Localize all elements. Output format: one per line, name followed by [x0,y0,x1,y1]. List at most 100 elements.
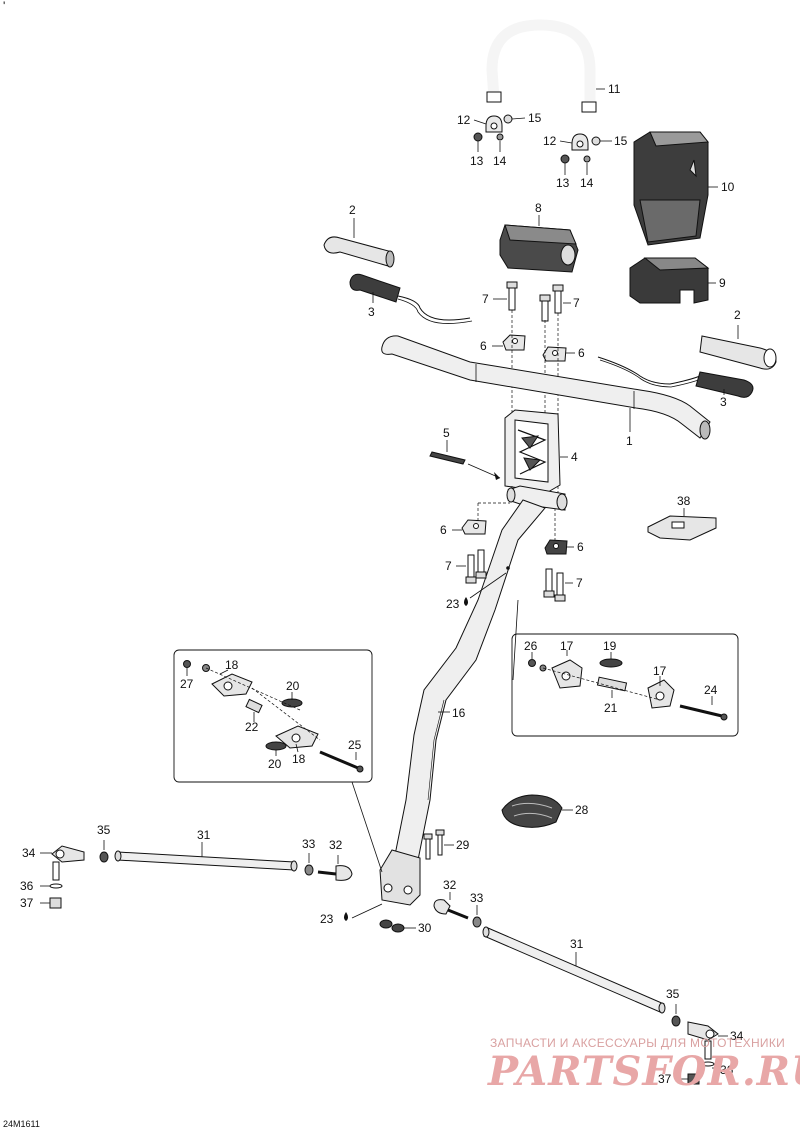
callout-27: 27 [180,677,194,691]
detail-box-right [511,633,739,737]
callout-22: 22 [245,720,259,734]
callout-14b: 14 [580,176,594,190]
callout-37b: 37 [658,1072,672,1086]
callout-26: 26 [524,639,538,653]
callout-20b: 20 [268,757,282,771]
part-28-cap [501,794,563,828]
part-29-bolts [423,829,445,860]
callout-35b: 35 [666,987,680,1001]
callout-25: 25 [348,738,362,752]
part-15-screw-right [591,136,601,146]
callout-3a: 3 [368,305,375,319]
callout-24: 24 [704,683,718,697]
callout-19: 19 [603,639,617,653]
part-36-stud-left [49,861,63,889]
part-9-block [629,257,710,304]
part-3-grip-heater-left [349,273,473,324]
grease-drop-icon [464,597,468,606]
callout-33b: 33 [470,891,484,905]
part-6-cap-lower-right [544,539,568,555]
part-8-handlebar-pad [499,224,579,273]
callout-18b: 18 [292,752,306,766]
part-31-tie-rod-left [114,850,298,872]
part-7-bolt-top-mid [539,294,551,322]
part-2-grip-right [699,335,777,370]
callout-31a: 31 [197,828,211,842]
part-4-riser-block [504,409,561,493]
watermark-line1: ЗАПЧАСТИ И АКСЕССУАРЫ ДЛЯ МОТОТЕХНИКИ [490,1036,785,1050]
part-5-strap [429,451,466,465]
part-37-nut-left [49,897,62,909]
callout-7b: 7 [573,296,580,310]
part-6-cap-top-right [542,346,567,362]
callout-14a: 14 [493,154,507,168]
callout-23b: 23 [320,912,334,926]
callout-29: 29 [456,838,470,852]
callout-1: 1 [626,434,633,448]
callout-36b: 36 [720,1063,734,1077]
callout-17a: 17 [560,639,574,653]
grease-drop-icon-2 [344,912,348,921]
part-7-bolt-top-left [506,281,518,311]
part-7-bolt-lower-right [543,568,555,598]
callout-12b: 12 [543,134,557,148]
callout-30: 30 [418,921,432,935]
part-2-grip-left [323,236,395,268]
callout-21: 21 [604,701,618,715]
part-38-plate [647,515,717,541]
callout-18a: 18 [225,658,239,672]
callout-20a: 20 [286,679,300,693]
callout-35a: 35 [97,823,111,837]
part-11-u-handle [486,19,597,113]
callout-8: 8 [535,201,542,215]
callout-28: 28 [575,803,589,817]
callout-2b: 2 [734,308,741,322]
callout-32a: 32 [329,838,343,852]
callout-11: 11 [608,82,621,96]
callout-3b: 3 [720,395,727,409]
callout-23a: 23 [446,597,460,611]
part-14-washer-left [496,133,504,141]
callout-36a: 36 [20,879,34,893]
watermark-logo: ЗАПЧАСТИ И АКСЕССУАРЫ ДЛЯ МОТОТЕХНИКИ PA… [487,1036,800,1095]
part-7-bolt-lower-left2 [475,549,487,579]
part-32-rod-end-left [317,865,353,881]
callout-12a: 12 [457,113,471,127]
watermark-line2: PARTSFOR.RU [487,1048,800,1095]
detail-box-left [173,649,373,783]
callout-6d: 6 [577,540,584,554]
part-15-screw-left [503,114,513,124]
callout-7d: 7 [576,576,583,590]
callout-15b: 15 [614,134,628,148]
part-6-cap-lower-left [461,519,487,535]
callout-13a: 13 [470,154,484,168]
part-32-rod-end-right [433,899,469,920]
callout-9: 9 [719,276,726,290]
callout-10: 10 [721,180,735,194]
callout-15a: 15 [528,111,542,125]
part-16-steering-column [379,485,568,906]
callout-6a: 6 [480,339,487,353]
part-34-ball-joint-right [687,1021,719,1041]
part-30-nuts [379,919,405,933]
callout-38: 38 [677,494,691,508]
callout-7a: 7 [482,292,489,306]
diagram-code: 24M1611 [3,1119,40,1129]
part-13-nut-right [560,154,570,164]
part-12-clamp-right [571,133,589,151]
part-1-handlebar [381,335,711,440]
part-31-tie-rod-right [482,926,666,1014]
part-33-nut-right [472,916,482,928]
part-3-grip-heater-right [597,356,754,398]
callout-32b: 32 [443,878,457,892]
callout-6b: 6 [578,346,585,360]
part-10-cover [633,131,709,246]
part-12-clamp-left [485,115,503,133]
callout-16: 16 [452,706,466,720]
callout-17b: 17 [653,664,667,678]
callout-13b: 13 [556,176,570,190]
part-35-nut-right [671,1015,681,1027]
part-7-bolt-lower-right2 [554,572,566,602]
callout-7c: 7 [445,559,452,573]
